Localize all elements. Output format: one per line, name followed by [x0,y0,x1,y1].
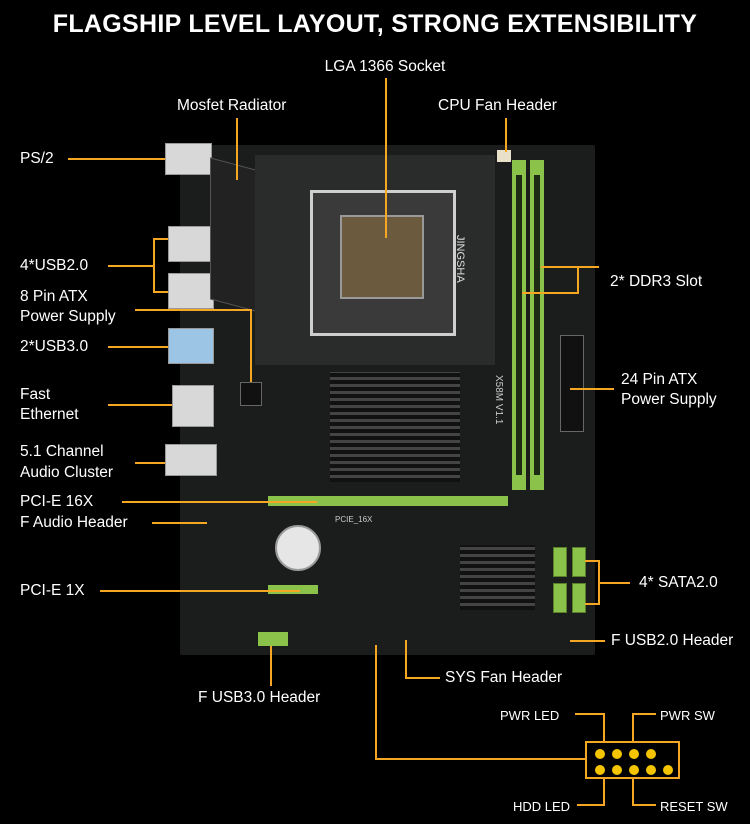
label-ddr3: 2* DDR3 Slot [610,273,703,290]
cmos-battery [275,525,321,571]
label-hdd-led: HDD LED [513,799,571,814]
sata-port-1 [553,547,567,577]
label-pcie1: PCI-E 1X [20,582,85,599]
label-sysfan: SYS Fan Header [445,669,563,686]
audio-port [165,444,217,476]
board-model: X58M V1.1 [493,375,504,425]
label-socket: LGA 1366 Socket [324,58,446,75]
label-cpu-fan: CPU Fan Header [438,97,557,114]
sata-port-2 [572,547,586,577]
usb20-port-bottom [168,273,214,309]
atx24-connector [560,335,584,432]
label-audio-1: 5.1 Channel [20,443,104,460]
label-faudio: F Audio Header [20,514,128,531]
ps2-port [165,143,212,175]
ddr3-slot-2-inner [534,175,540,475]
front-panel-header-diagram [585,741,680,779]
label-reset-sw: RESET SW [660,799,728,814]
sata-port-4 [572,583,586,613]
label-fusb20: F USB2.0 Header [611,632,734,649]
label-fusb30: F USB3.0 Header [198,689,321,706]
label-pcie16: PCI-E 16X [20,493,94,510]
southbridge-heatsink [460,545,535,610]
pcie1-slot [268,585,318,594]
label-ethernet-2: Ethernet [20,406,79,423]
label-pwr-led: PWR LED [500,708,560,723]
label-atx24-2: Power Supply [621,391,717,408]
pcie16-board-label: PCIE_16X [335,515,373,524]
label-atx8-2: Power Supply [20,308,116,325]
ddr3-slot-1-inner [516,175,522,475]
sata-port-3 [553,583,567,613]
board-brand: JINGSHA [454,235,466,283]
label-usb30: 2*USB3.0 [20,338,89,355]
usb20-port-top [168,226,214,262]
label-usb20: 4*USB2.0 [20,257,89,274]
label-atx24-1: 24 Pin ATX [621,371,698,388]
label-sata: 4* SATA2.0 [639,574,718,591]
cpu-fan-header [497,150,511,162]
label-pwr-sw: PWR SW [660,708,715,723]
cpu-socket-plate [340,215,424,299]
label-mosfet: Mosfet Radiator [177,97,287,114]
pcie16-slot [268,496,508,506]
atx8-connector [240,382,262,406]
fusb30-header [258,632,288,646]
label-audio-2: Audio Cluster [20,464,114,481]
label-ps2: PS/2 [20,150,54,167]
usb30-port [168,328,214,364]
page-title: FLAGSHIP LEVEL LAYOUT, STRONG EXTENSIBIL… [52,10,698,38]
chipset-heatsink [330,372,460,482]
ethernet-port [172,385,214,427]
label-atx8-1: 8 Pin ATX [20,288,88,305]
label-ethernet-1: Fast [20,386,51,403]
